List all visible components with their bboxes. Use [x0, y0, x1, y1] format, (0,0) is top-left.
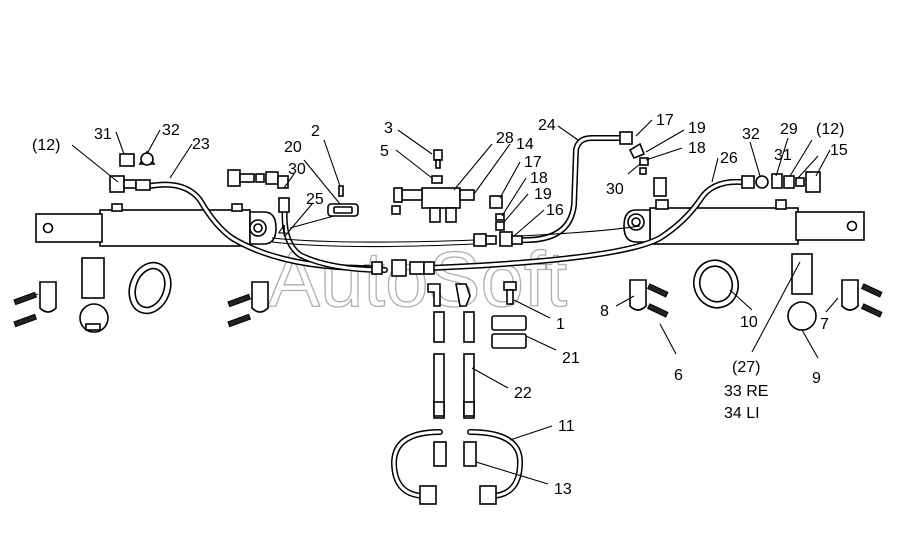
label-17-centre: 17 — [524, 154, 542, 171]
label-20: 20 — [284, 139, 302, 156]
label-31-right: 31 — [774, 147, 792, 164]
label-11: 11 — [558, 418, 575, 435]
label-26: 26 — [720, 150, 738, 167]
label-24: 24 — [538, 117, 556, 134]
label-31-left: 31 — [94, 126, 112, 143]
centre-lower-parts — [391, 281, 527, 505]
label-30-right: 30 — [606, 181, 624, 198]
label-18-right: 18 — [688, 140, 706, 157]
label-29: 29 — [780, 121, 798, 138]
label-8: 8 — [600, 303, 609, 320]
label-21: 21 — [562, 350, 580, 367]
label-19-right: 19 — [688, 120, 706, 137]
label-32-right: 32 — [742, 126, 760, 143]
label-17-right: 17 — [656, 112, 674, 129]
label-32-left: 32 — [162, 122, 180, 139]
label-23: 23 — [192, 136, 210, 153]
label-12-right: (12) — [816, 121, 844, 138]
label-30-left: 30 — [288, 161, 306, 178]
label-3: 3 — [384, 120, 393, 137]
watermark: AutoSoft — [268, 235, 568, 323]
label-27: (27) — [732, 359, 760, 376]
label-22: 22 — [514, 385, 532, 402]
label-13: 13 — [554, 481, 572, 498]
hoses — [147, 135, 745, 273]
fittings — [109, 131, 821, 277]
label-14: 14 — [516, 136, 534, 153]
label-16: 16 — [546, 202, 564, 219]
left-mount-parts — [13, 257, 269, 333]
right-cylinder — [623, 199, 865, 245]
label-7: 7 — [820, 316, 829, 333]
label-6: 6 — [674, 367, 683, 384]
label-10: 10 — [740, 314, 758, 331]
label-18-centre: 18 — [530, 170, 548, 187]
label-34-li: 34 LI — [724, 405, 760, 422]
label-5: 5 — [380, 143, 389, 160]
left-cylinder — [35, 203, 277, 247]
label-12-left: (12) — [32, 137, 60, 154]
label-4: 4 — [278, 223, 287, 240]
part-labels: (12) 31 32 23 20 2 30 25 4 3 5 28 14 17 … — [32, 112, 848, 498]
label-28: 28 — [496, 130, 514, 147]
label-2: 2 — [311, 123, 320, 140]
label-19-centre: 19 — [534, 186, 552, 203]
leader-lines — [71, 119, 839, 485]
label-9: 9 — [812, 370, 821, 387]
label-15: 15 — [830, 142, 848, 159]
label-1: 1 — [556, 316, 565, 333]
label-33-re: 33 RE — [724, 383, 768, 400]
label-25: 25 — [306, 191, 324, 208]
right-mount-parts — [629, 253, 883, 331]
